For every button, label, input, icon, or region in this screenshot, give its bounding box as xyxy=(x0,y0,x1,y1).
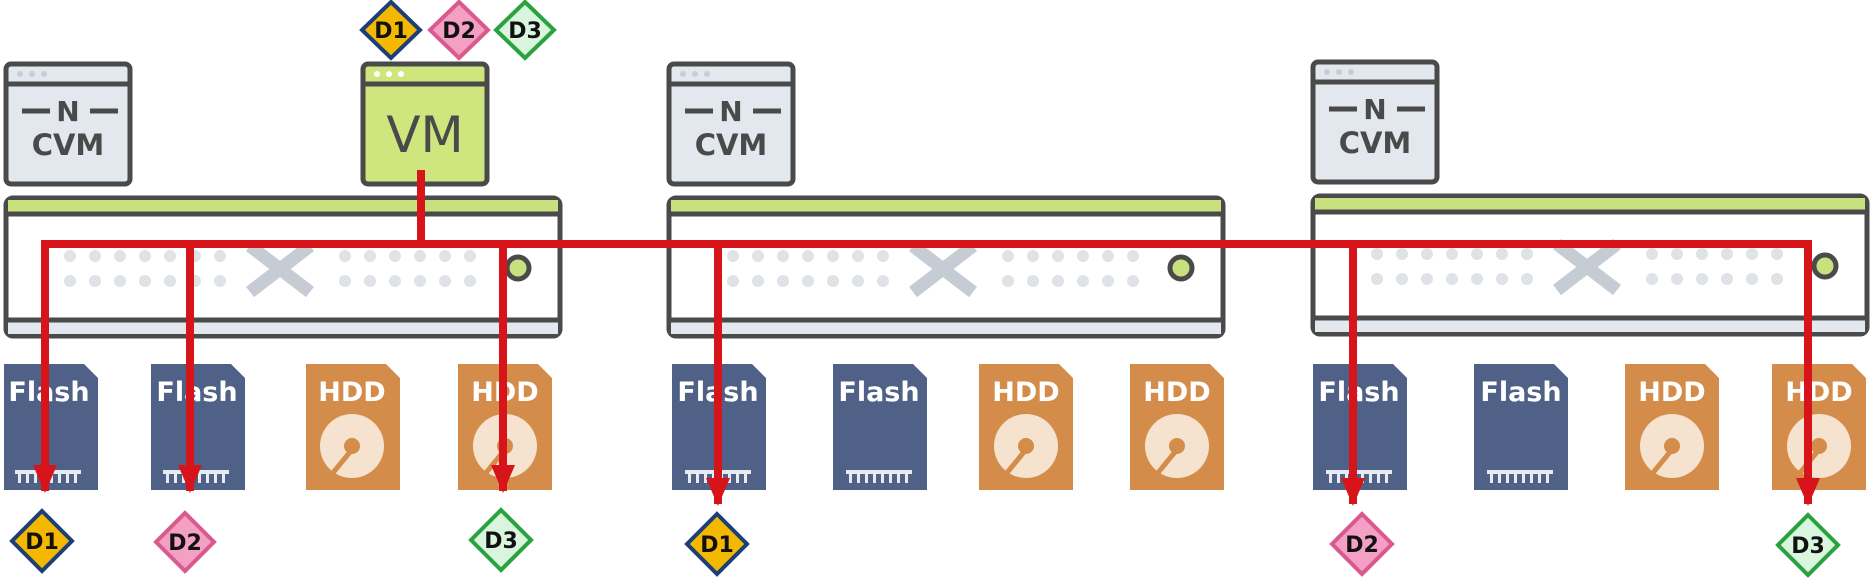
vm-label: VM xyxy=(386,106,463,164)
drive-flash-2: Flash xyxy=(1474,364,1568,490)
vent-dots-right xyxy=(339,250,476,287)
svg-text:D2: D2 xyxy=(168,531,202,556)
svg-text:D3: D3 xyxy=(1791,534,1825,559)
disk-badge-d3: D3 xyxy=(493,0,557,61)
svg-text:D1: D1 xyxy=(25,530,59,555)
node-3: N CVM Flash xyxy=(1310,59,1870,490)
drive-hdd-2: HDD xyxy=(1130,364,1224,490)
vm-window: VM xyxy=(360,61,490,187)
drive-label: Flash xyxy=(838,377,919,408)
hdd-platter-icon xyxy=(1640,414,1704,478)
hdd-platter-icon xyxy=(994,414,1058,478)
drive-label: Flash xyxy=(1318,377,1399,408)
cvm-label: CVM xyxy=(695,128,768,162)
drive-hdd-1: HDD xyxy=(979,364,1073,490)
hdd-platter-icon xyxy=(320,414,384,478)
svg-text:D1: D1 xyxy=(374,19,408,44)
svg-text:D2: D2 xyxy=(442,19,476,44)
drive-label: HDD xyxy=(1785,377,1852,408)
disk-badge-d1: D1 xyxy=(359,0,423,61)
drive-flash-1: Flash xyxy=(4,364,98,490)
drive-flash-1: Flash xyxy=(1313,364,1407,490)
vent-dots-right xyxy=(1002,250,1139,287)
drive-label: HDD xyxy=(1143,377,1210,408)
nutanix-logo-icon xyxy=(909,240,977,298)
vm-disk-badges: D1 D2 D3 xyxy=(359,0,557,61)
nutanix-logo-icon xyxy=(246,240,314,298)
drive-label: HDD xyxy=(992,377,1059,408)
node-2: N CVM Flash xyxy=(666,61,1226,490)
power-led-icon xyxy=(1811,252,1839,280)
placement-badge-d3-node1: D3 xyxy=(468,507,534,573)
hdd-platter-icon xyxy=(1145,414,1209,478)
placement-badge-d1-node2: D1 xyxy=(684,511,750,577)
cvm-line-label: N xyxy=(719,95,742,128)
svg-text:D3: D3 xyxy=(484,529,518,554)
drive-hdd-1: HDD xyxy=(1625,364,1719,490)
hdd-platter-icon xyxy=(1787,414,1851,478)
vent-dots-left xyxy=(727,250,889,287)
nutanix-logo-icon xyxy=(1553,238,1621,296)
power-led-icon xyxy=(1167,254,1195,282)
chip-icon xyxy=(846,470,912,483)
server-chassis xyxy=(1310,193,1870,337)
vent-dots-left xyxy=(1371,248,1533,285)
cvm-line-label: N xyxy=(56,95,79,128)
placement-badge-d2-node3: D2 xyxy=(1329,511,1395,577)
power-led-icon xyxy=(504,254,532,282)
vent-dots-left xyxy=(64,250,226,287)
vent-dots-right xyxy=(1646,248,1783,285)
svg-text:D1: D1 xyxy=(700,533,734,558)
drive-label: Flash xyxy=(156,377,237,408)
placement-badges: D1 D2 D3 D1 D2 D3 xyxy=(9,507,1841,578)
cvm-window: N CVM xyxy=(3,61,133,187)
drive-label: HDD xyxy=(1638,377,1705,408)
cvm-label: CVM xyxy=(32,128,105,162)
placement-badge-d3-node3: D3 xyxy=(1775,512,1841,578)
server-chassis xyxy=(3,195,563,339)
svg-text:D2: D2 xyxy=(1345,533,1379,558)
drive-hdd-1: HDD xyxy=(306,364,400,490)
drive-flash-2: Flash xyxy=(833,364,927,490)
drive-label: Flash xyxy=(1480,377,1561,408)
drive-label: HDD xyxy=(318,377,385,408)
placement-badge-d1-node1: D1 xyxy=(9,508,75,574)
svg-text:D3: D3 xyxy=(508,19,542,44)
drive-flash-2: Flash xyxy=(151,364,245,490)
server-chassis xyxy=(666,195,1226,339)
replication-paths xyxy=(33,170,1820,506)
cvm-label: CVM xyxy=(1339,126,1412,160)
cvm-window: N CVM xyxy=(666,61,796,187)
placement-badge-d2-node1: D2 xyxy=(153,510,217,574)
cvm-line-label: N xyxy=(1363,93,1386,126)
disk-badge-d2: D2 xyxy=(427,0,491,61)
chip-icon xyxy=(1487,470,1553,483)
cvm-window: N CVM xyxy=(1310,59,1440,185)
drive-hdd-2: HDD xyxy=(1772,364,1866,490)
